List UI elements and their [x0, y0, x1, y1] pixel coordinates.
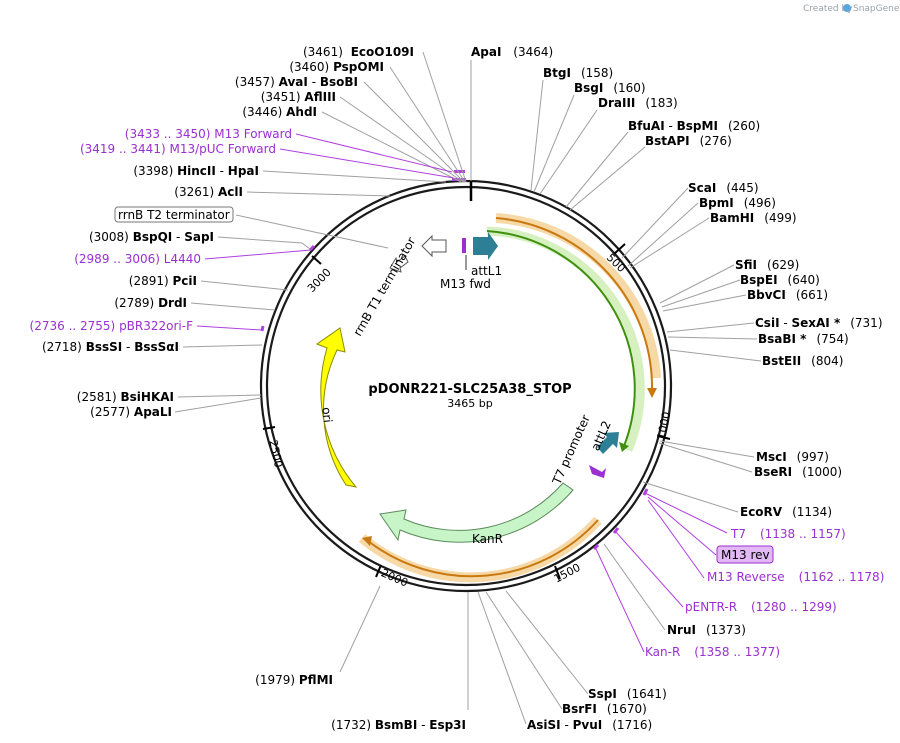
feature-arc-orange-1: [495, 217, 654, 391]
enzyme-ecoo109i[interactable]: (3461) EcoO109I: [303, 45, 414, 59]
enzyme-apali[interactable]: (2577) ApaLI: [90, 405, 172, 419]
attl2-feature: [597, 432, 619, 454]
feature-arc-orange-1-arrowhead: [647, 388, 657, 398]
enzyme-afliii[interactable]: (3451) AflIII: [261, 90, 336, 104]
enzyme-sfii[interactable]: SfiI(629): [735, 258, 799, 272]
enzyme-bspqi[interactable]: (3008) BspQI - SapI: [89, 230, 214, 244]
m13-rev-label[interactable]: M13 rev: [721, 548, 770, 562]
feature-arc-orange-2-arrowhead: [362, 536, 372, 546]
enzyme-pcii[interactable]: (2891) PciI: [129, 274, 197, 288]
feature-arc-green-halo: [486, 226, 645, 452]
enzyme-bsgi[interactable]: BsgI(160): [574, 81, 646, 95]
enzyme-bspei[interactable]: BspEI(640): [740, 273, 820, 287]
kanr-label: KanR: [472, 532, 503, 546]
enzyme-ahdi[interactable]: (3446) AhdI: [242, 105, 317, 119]
enzyme-bbvci[interactable]: BbvCI(661): [747, 288, 828, 302]
m13fwd-feature: [462, 238, 466, 253]
right-leaders: [470, 60, 762, 725]
rrnb-t2-feature: [389, 255, 409, 273]
enzyme-asisi[interactable]: AsiSI - PvuI(1716): [527, 718, 652, 732]
enzyme-btgi[interactable]: BtgI(158): [543, 66, 613, 80]
enzyme-pspomi[interactable]: (3460) PspOMI: [289, 60, 384, 74]
primer-marks: [260, 170, 649, 551]
credit-text: Created by: [803, 4, 853, 14]
t7-promoter-feature: [589, 465, 606, 478]
enzyme-bsihkai[interactable]: (2581) BsiHKAI: [77, 390, 174, 404]
primer-l4440[interactable]: (2989 .. 3006) L4440: [74, 252, 201, 266]
enzyme-ecorv[interactable]: EcoRV(1134): [740, 505, 832, 519]
enzyme-sspi[interactable]: SspI(1641): [588, 687, 667, 701]
left-leaders: [174, 51, 469, 710]
rrnb-t1-feature: [421, 234, 447, 258]
enzyme-bseri[interactable]: BseRI(1000): [754, 465, 842, 479]
enzyme-bsmbi[interactable]: (1732) BsmBI - Esp3I: [331, 718, 466, 732]
enzyme-draiii[interactable]: DraIII(183): [598, 96, 678, 110]
feature-arc-green: [486, 230, 636, 447]
attl1-feature: [473, 232, 498, 260]
enzyme-bsabi[interactable]: BsaBI *(754): [758, 332, 849, 346]
enzyme-pflmi[interactable]: (1979) PflMI: [255, 673, 333, 687]
position-ticks: 500 1000 1500 2000 2500 3000: [262, 243, 674, 590]
ori-feature: [315, 327, 358, 488]
plasmid-length: 3465 bp: [447, 397, 492, 410]
primer-m13-puc-forward[interactable]: (3419 .. 3441) M13/pUC Forward: [80, 142, 276, 156]
rrnb-t2-box: [114, 206, 234, 223]
enzyme-nrui[interactable]: NruI(1373): [667, 623, 746, 637]
backbone-inner: [265, 185, 667, 587]
kanr-feature: [379, 482, 574, 543]
primer-t7[interactable]: T7(1138 .. 1157): [730, 527, 846, 541]
enzyme-acli[interactable]: (3261) AclI: [174, 185, 243, 199]
enzyme-avai[interactable]: (3457) AvaI - BsoBI: [235, 75, 358, 89]
ori-label: ori: [319, 406, 335, 423]
enzyme-msci[interactable]: MscI(997): [756, 450, 829, 464]
enzyme-bsteii[interactable]: BstEII(804): [762, 354, 843, 368]
enzyme-bsssi[interactable]: (2718) BssSI - BssSαI: [42, 340, 179, 354]
tick-2500: 2500: [266, 439, 285, 469]
attl1-label: attL1: [471, 264, 502, 278]
primer-pbr322ori-f[interactable]: (2736 .. 2755) pBR322ori-F: [30, 319, 194, 333]
primer-pentr-r[interactable]: pENTR-R(1280 .. 1299): [685, 600, 837, 614]
tick-3000: 3000: [305, 266, 334, 295]
enzyme-csii[interactable]: CsiI - SexAI *(731): [755, 316, 883, 330]
tick-2000: 2000: [379, 566, 410, 589]
primer-kan-r[interactable]: Kan-R(1358 .. 1377): [645, 645, 780, 659]
t7-promoter-label: T7 promoter: [549, 413, 593, 488]
right-labels: ApaI (3464) BtgI(158) BsgI(160) DraIII(1…: [471, 45, 884, 732]
primer-m13-reverse[interactable]: M13 Reverse(1162 .. 1178): [707, 570, 884, 584]
enzyme-bfuai[interactable]: BfuAI - BspMI(260): [628, 119, 760, 133]
brand-text: SnapGene: [853, 4, 900, 14]
enzyme-scai[interactable]: ScaI(445): [688, 181, 759, 195]
left-labels: (3461) EcoO109I (3460) PspOMI (3457) Ava…: [30, 45, 466, 732]
m13-rev-box: [716, 545, 774, 564]
feature-arc-orange-2: [367, 519, 599, 578]
feature-arc-green-arrowhead: [619, 442, 629, 452]
tick-1000: 1000: [655, 411, 674, 441]
enzyme-hincii[interactable]: (3398) HincII - HpaI: [133, 164, 259, 178]
enzyme-bpmi[interactable]: BpmI(496): [699, 196, 776, 210]
enzyme-bamhi[interactable]: BamHI(499): [710, 211, 797, 225]
primer-m13-forward[interactable]: (3433 .. 3450) M13 Forward: [125, 127, 292, 141]
rrnb-t1-label: rrnB T1 terminator: [350, 235, 418, 339]
plasmid-name: pDONR221-SLC25A38_STOP: [368, 382, 571, 397]
enzyme-apai[interactable]: ApaI (3464): [471, 45, 553, 59]
enzyme-bstapi[interactable]: BstAPI(276): [645, 134, 732, 148]
m13fwd-label: M13 fwd: [440, 277, 491, 291]
snapgene-logo-icon: [843, 4, 851, 12]
enzyme-bsrfi[interactable]: BsrFI(1670): [562, 702, 647, 716]
enzyme-drdi[interactable]: (2789) DrdI: [114, 296, 187, 310]
rrnb-t2-label[interactable]: rrnB T2 terminator: [118, 208, 230, 222]
